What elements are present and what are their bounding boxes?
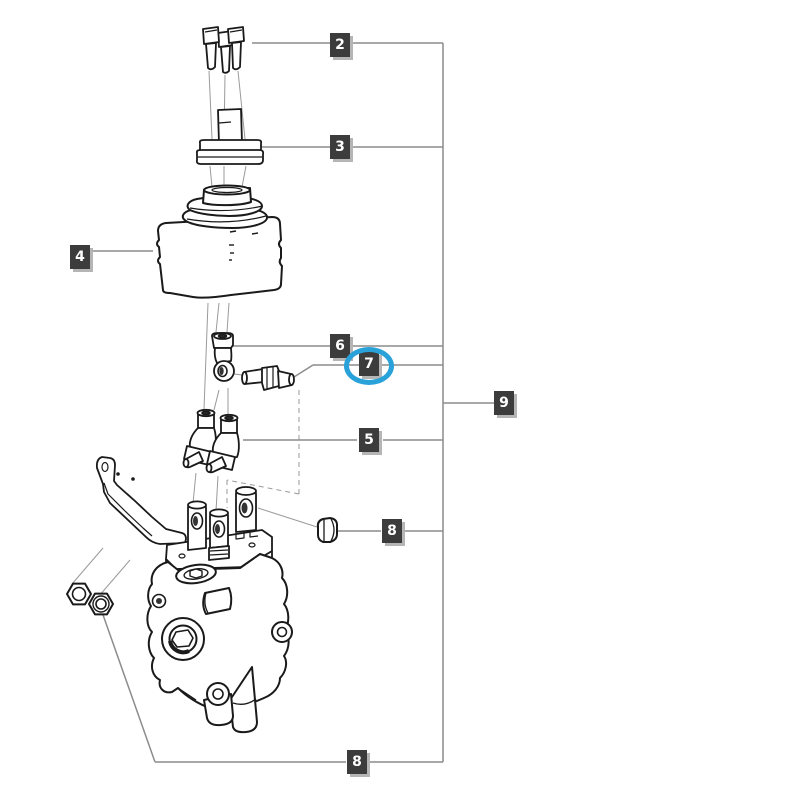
- cover-plate-part: [195, 108, 265, 165]
- leader-lines: [93, 42, 494, 763]
- valve-body-part: [146, 553, 293, 734]
- projection-lines: [71, 70, 318, 597]
- callout-4[interactable]: 4: [70, 245, 90, 269]
- callout-2[interactable]: 2: [330, 33, 350, 57]
- link-rod-end-part: [211, 332, 235, 382]
- callout-7-highlighted[interactable]: 7: [359, 352, 379, 376]
- cap-screws-part: [202, 26, 245, 74]
- callout-9[interactable]: 9: [494, 391, 514, 415]
- callout-6[interactable]: 6: [330, 334, 350, 358]
- dashed-projection-lines: [226, 390, 300, 508]
- boot-part: [156, 184, 283, 299]
- stud-bolt-part: [241, 365, 295, 391]
- nuts-part: [66, 517, 338, 616]
- callout-3[interactable]: 3: [330, 135, 350, 159]
- callout-8-nuts[interactable]: 8: [347, 750, 367, 774]
- ball-joint-links-part: [182, 408, 240, 474]
- callout-5[interactable]: 5: [359, 428, 379, 452]
- bracket-lever-part: [95, 456, 187, 545]
- callout-8-nut[interactable]: 8: [382, 519, 402, 543]
